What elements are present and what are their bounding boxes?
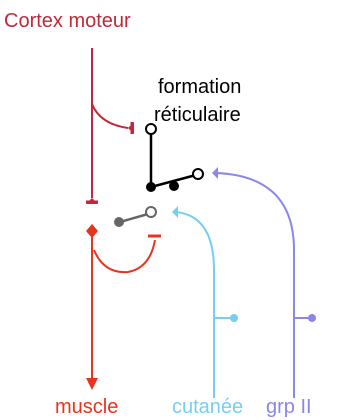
cutanee-label: cutanée: [172, 396, 244, 418]
interneuron-link: [150, 173, 197, 189]
grp2-label: grp II: [266, 396, 312, 418]
grey-interneuron-link: [119, 212, 149, 224]
reticular-neuron-filled: [146, 182, 156, 192]
interneuron-open: [192, 168, 204, 180]
cutanee-synapse-marker: [172, 206, 178, 218]
cortex-moteur-label: Cortex moteur: [4, 10, 131, 32]
formation-label: formation: [158, 76, 242, 98]
grp2-pathway: [215, 172, 312, 398]
cutanee-pathway: [175, 211, 234, 398]
cutanee-axon: [175, 211, 215, 398]
cortex-synapse-marker: [128, 122, 134, 134]
cortex-pathway: [86, 48, 134, 204]
muscle-label: muscle: [55, 396, 119, 418]
grp2-ganglion: [308, 314, 316, 322]
motor-collateral: [93, 239, 156, 274]
muscle-arrow-head: [86, 378, 98, 390]
muscle-pathway: [91, 232, 156, 378]
reticulaire-label: réticulaire: [154, 104, 241, 126]
reticular-neuron-open: [145, 123, 157, 135]
cortex-branch: [91, 103, 129, 129]
grey-interneuron-filled: [114, 217, 124, 227]
interneuron-filled: [169, 181, 179, 191]
grey-interneuron-open: [145, 206, 157, 218]
grp2-synapse-marker: [212, 167, 218, 179]
cortex-terminal-marker: [86, 198, 98, 204]
cutanee-ganglion: [230, 314, 238, 322]
grp2-axon: [215, 172, 295, 398]
motoneuron-soma: [86, 224, 98, 238]
reticular-interneurons: [149, 133, 197, 189]
